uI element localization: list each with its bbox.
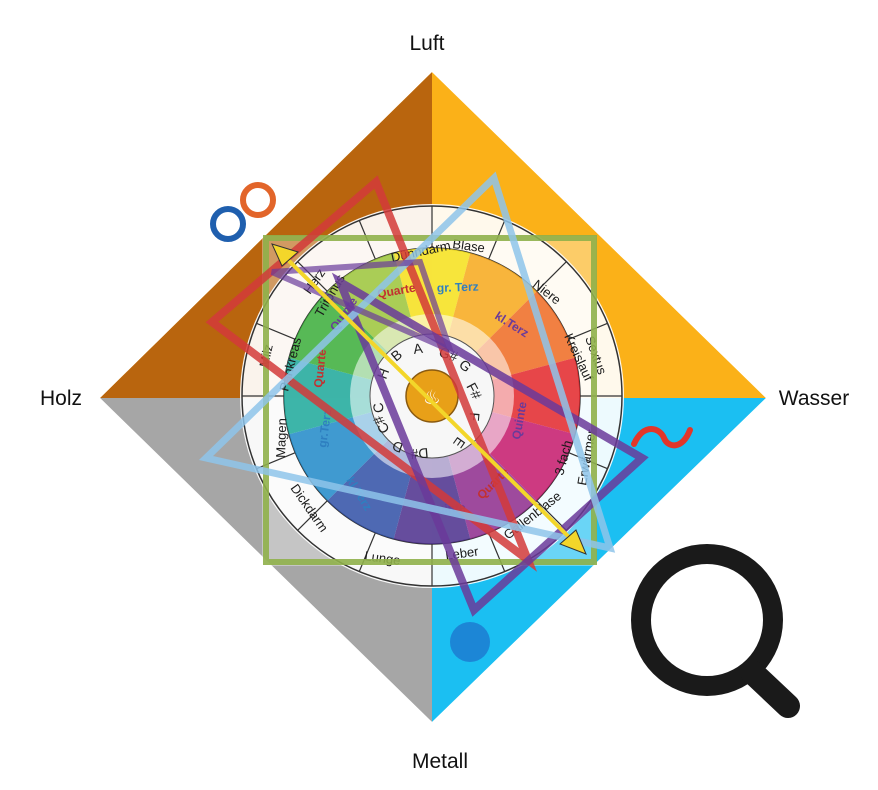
wheel-spoke [536,261,567,292]
interval-label: gr.Terz [315,408,334,448]
purple-triangle-small [270,258,456,356]
wheel-spoke [358,532,376,572]
dot-icon [450,622,490,662]
wheel-spoke [297,261,328,292]
element-label-top: Luft [409,32,444,55]
wheel-spoke [256,452,296,470]
note-label: C# [370,413,393,437]
tilde-icon [631,426,693,449]
color-segment [284,357,373,435]
element-label-left: Holz [40,387,82,410]
note-label: C [369,402,387,415]
svg-text:♨: ♨ [423,385,441,409]
overlay-shapes [198,171,649,617]
wheel-spoke [536,500,567,531]
wheel-spoke [297,500,328,531]
infinity-icon [210,182,276,242]
interval-label: Quinte [509,400,529,440]
wheel-spoke [256,322,296,340]
organ-label: Magen [273,418,289,458]
note-label: F# [463,380,485,402]
element-label-bottom: Metall [412,750,468,773]
element-label-right: Wasser [779,387,849,410]
interval-label: Quarte [311,348,329,388]
wheel-spoke [568,322,608,340]
wheel-spoke [488,532,506,572]
note-label: A [412,340,424,357]
yellow-arrow-head [559,529,587,555]
wheel-spoke [568,452,608,470]
interval-label: gr. Terz [437,280,479,295]
yellow-arrow [278,250,580,548]
search-icon[interactable] [631,544,800,718]
blue-triangle [198,171,616,553]
yellow-arrow-tail [271,243,300,267]
